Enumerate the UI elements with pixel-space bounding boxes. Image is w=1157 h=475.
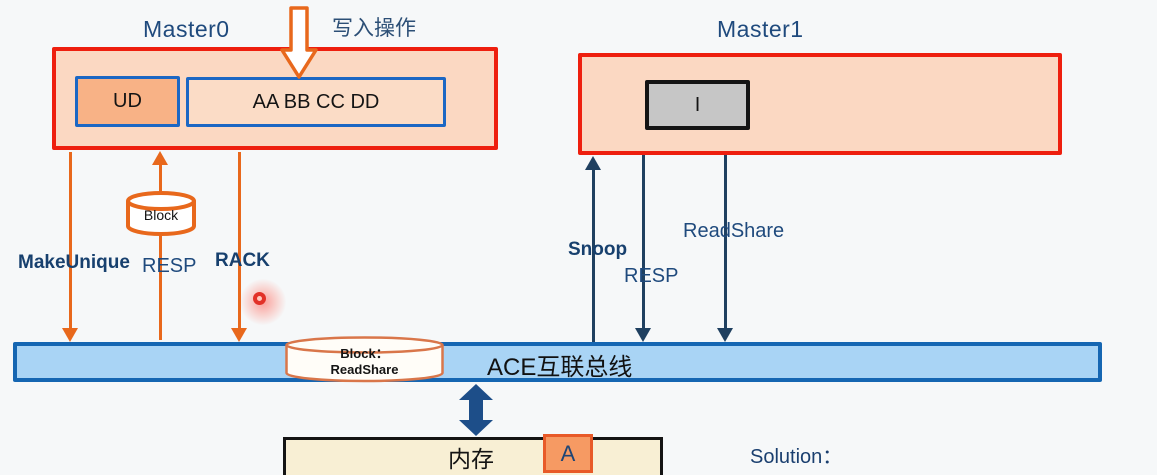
rack-label: RACK <box>215 250 270 271</box>
memory-label: 内存 <box>448 446 494 472</box>
master0-title: Master0 <box>143 16 230 42</box>
bus-memory-double-arrow-icon <box>457 383 495 437</box>
resp-right-label: RESP <box>624 265 679 287</box>
master0-cache-state-box: UD <box>75 76 180 127</box>
master0-cache-data-box: AA BB CC DD <box>186 77 446 127</box>
bus-cylinder-line2: ReadShare <box>330 362 399 377</box>
bus-cylinder-icon: Block： ReadShare <box>284 336 445 384</box>
resp-left-label: RESP <box>142 255 197 277</box>
ace-bus-bar <box>13 342 1102 382</box>
readshare-label: ReadShare <box>683 220 785 242</box>
makeunique-label: MakeUnique <box>18 252 130 273</box>
memory-box <box>283 437 663 475</box>
write-operation-label: 写入操作 <box>332 17 416 40</box>
master1-cache-state-box: I <box>645 80 750 130</box>
ace-bus-label: ACE互联总线 <box>487 354 633 381</box>
block-cylinder-icon: Block <box>124 191 198 238</box>
bus-cylinder-line1: Block： <box>340 346 389 361</box>
master1-title: Master1 <box>717 16 804 42</box>
solution-label: Solution： <box>750 446 843 468</box>
snoop-label: Snoop <box>568 239 628 260</box>
block-cylinder-label: Block <box>143 207 179 223</box>
write-operation-arrow-icon <box>278 6 320 80</box>
memory-block-a-box: A <box>543 434 593 473</box>
